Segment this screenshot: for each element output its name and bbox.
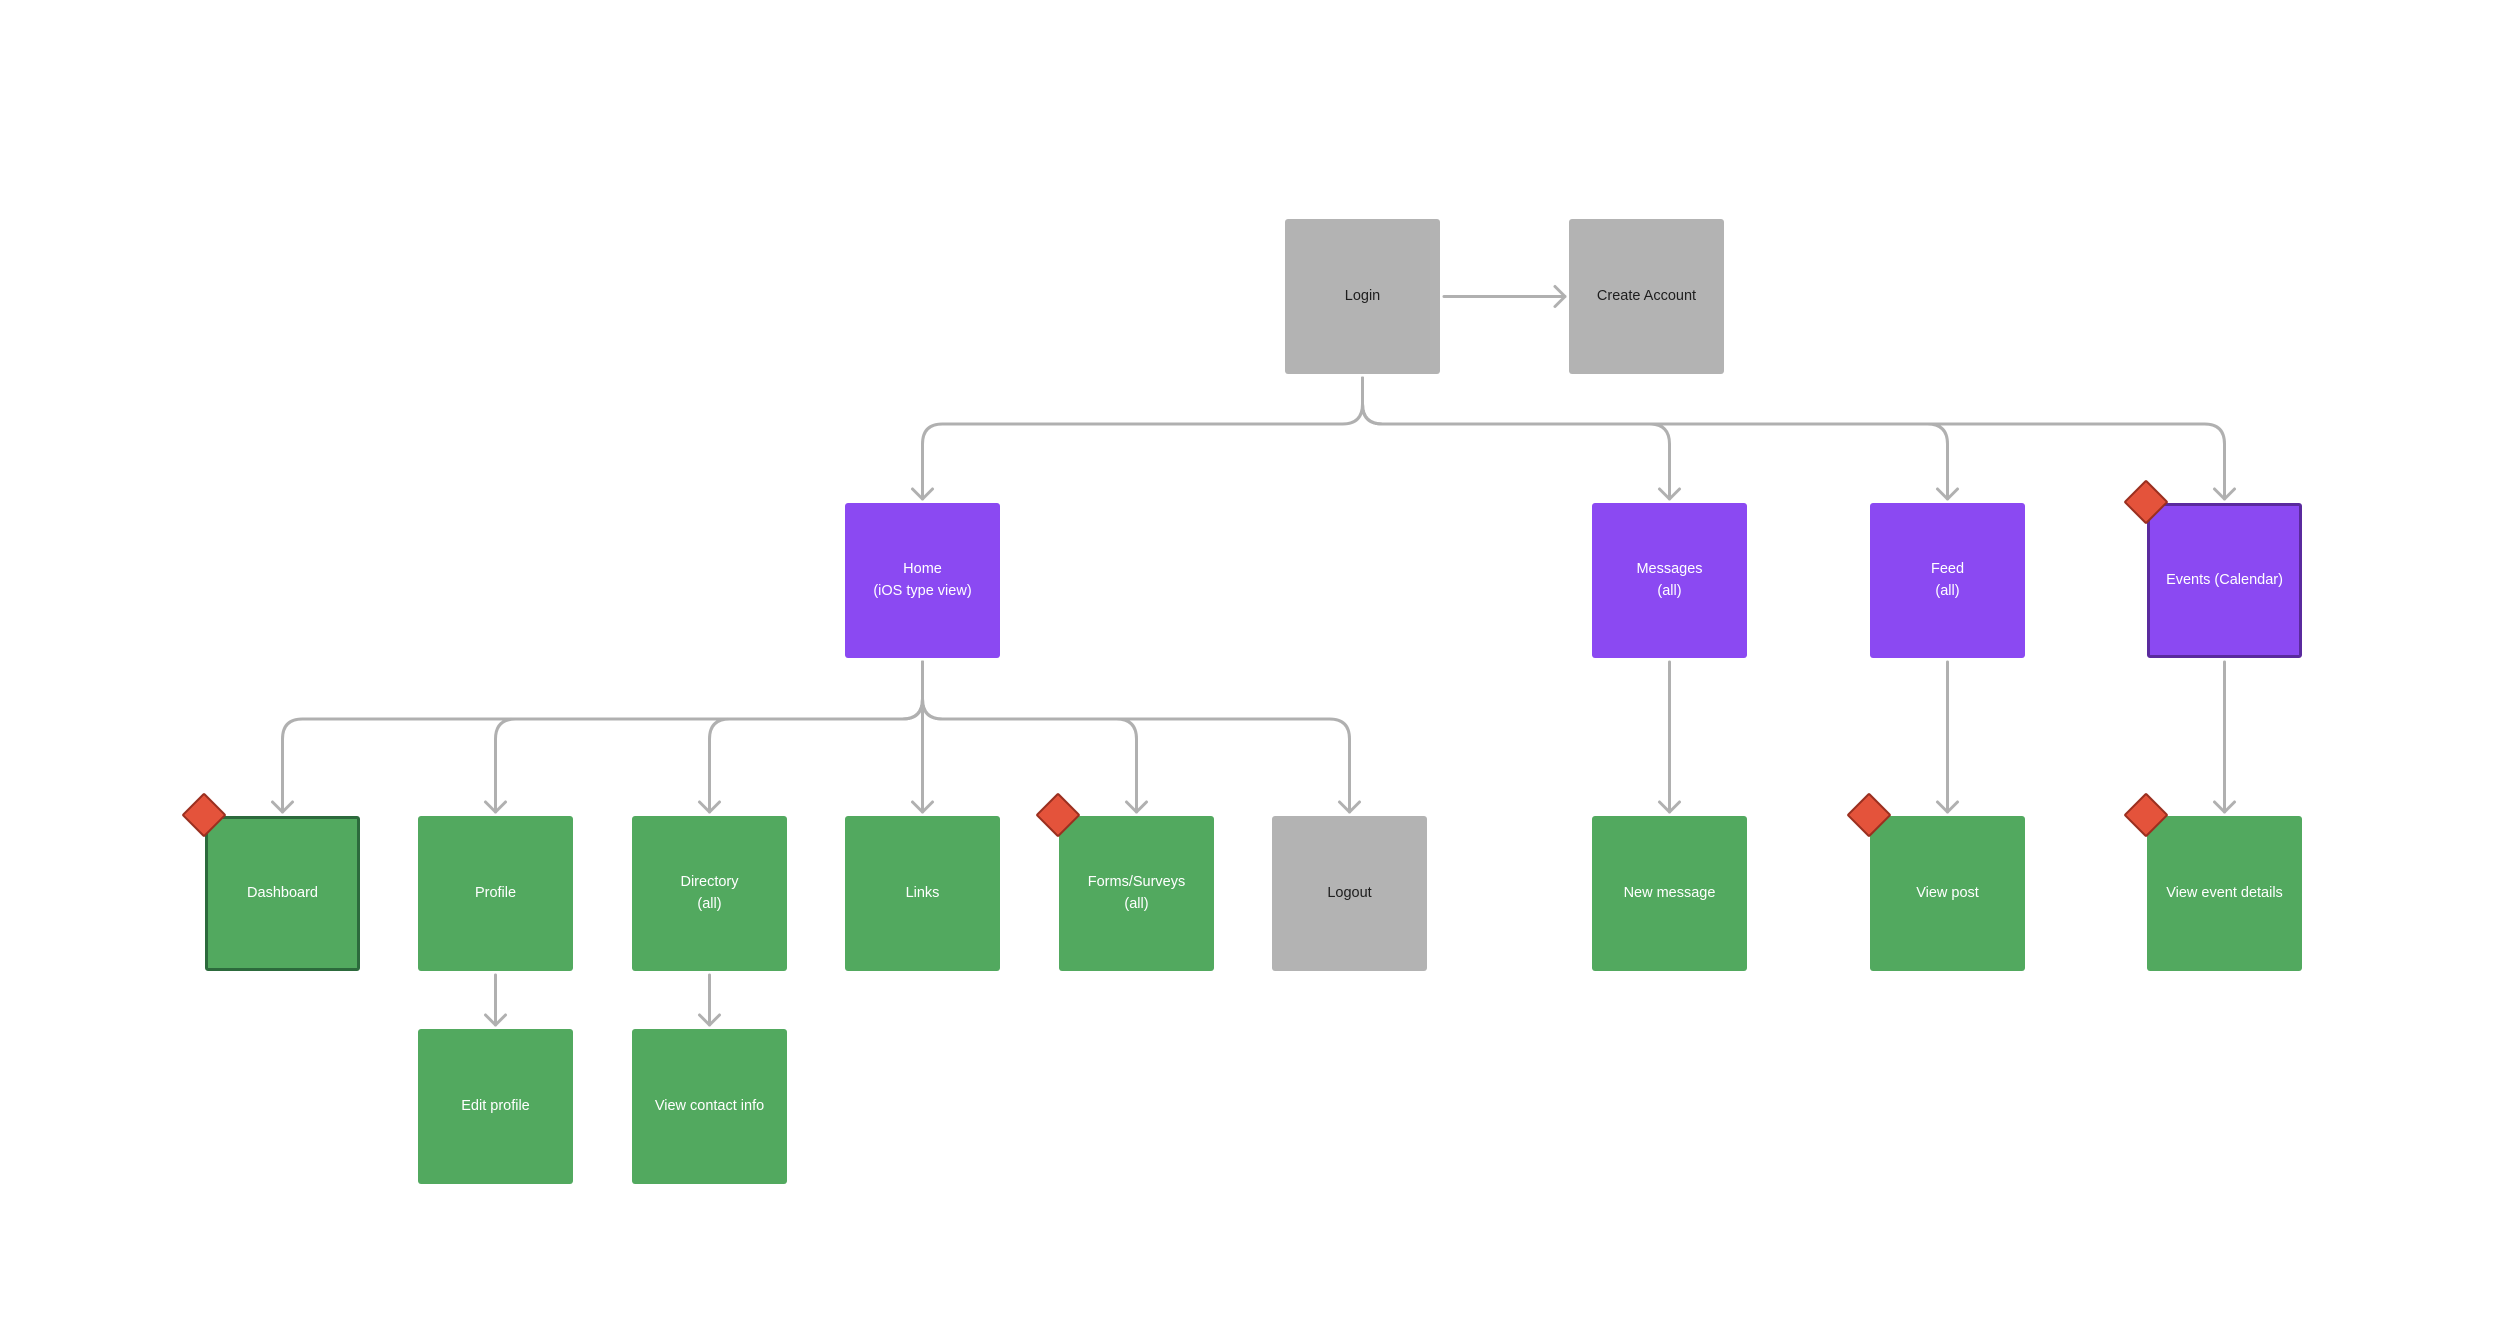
new-message-node[interactable]: New message <box>1592 816 1747 971</box>
view-contact-info-node[interactable]: View contact info <box>632 1029 787 1184</box>
connector-events-to-view_event_details-arrowhead <box>2213 800 2236 814</box>
connector-home-to-dashboard-arrowhead <box>271 800 294 814</box>
connector-home-to-directory-arrowhead <box>698 800 721 814</box>
links-node[interactable]: Links <box>845 816 1000 971</box>
connector-home-to-forms_surveys <box>921 660 1138 814</box>
edit-profile-node[interactable]: Edit profile <box>418 1029 573 1184</box>
messages-label: Messages (all) <box>1636 561 1703 599</box>
home-node[interactable]: Home (iOS type view) <box>845 503 1000 658</box>
events-label: Events (Calendar) <box>2166 571 2283 588</box>
connector-home-to-links-arrowhead <box>911 800 934 814</box>
connector-home-to-dashboard <box>281 660 924 814</box>
logout-node[interactable]: Logout <box>1272 816 1427 971</box>
connector-feed-to-view_post-arrowhead <box>1936 800 1959 814</box>
connector-home-to-logout-arrowhead <box>1338 800 1361 814</box>
view-post-node[interactable]: View post <box>1870 816 2025 971</box>
connector-home-to-forms_surveys-arrowhead <box>1125 800 1148 814</box>
dashboard-label: Dashboard <box>247 884 318 901</box>
messages-node[interactable]: Messages (all) <box>1592 503 1747 658</box>
connector-login-to-messages-arrowhead <box>1658 487 1681 501</box>
connector-home-to-logout <box>921 660 1351 814</box>
connector-login-to-home <box>921 376 1364 501</box>
connector-profile-to-edit_profile-arrowhead <box>484 1013 507 1027</box>
login-label: Login <box>1344 287 1381 304</box>
directory-node[interactable]: Directory (all) <box>632 816 787 971</box>
new-message-label: New message <box>1623 884 1716 901</box>
view-post-label: View post <box>1916 884 1979 901</box>
connector-home-to-directory <box>708 660 924 814</box>
links-label: Links <box>905 884 940 901</box>
connector-home-to-profile-arrowhead <box>484 800 507 814</box>
connector-directory-to-view_contact_info-arrowhead <box>698 1013 721 1027</box>
connector-login-to-events <box>1361 376 2226 501</box>
connector-login-to-feed-arrowhead <box>1936 487 1959 501</box>
forms-surveys-label: Forms/Surveys (all) <box>1087 874 1186 912</box>
forms-surveys-node[interactable]: Forms/Surveys (all) <box>1059 816 1214 971</box>
create-account-node[interactable]: Create Account <box>1569 219 1724 374</box>
view-event-details-node[interactable]: View event details <box>2147 816 2302 971</box>
connector-login-to-feed <box>1361 376 1949 501</box>
dashboard-node[interactable]: Dashboard <box>205 816 360 971</box>
events-node[interactable]: Events (Calendar) <box>2147 503 2302 658</box>
view-event-details-label: View event details <box>2166 884 2283 901</box>
connector-login-to-create_account-arrowhead <box>1553 285 1567 308</box>
feed-node[interactable]: Feed (all) <box>1870 503 2025 658</box>
connector-login-to-home-arrowhead <box>911 487 934 501</box>
home-label: Home (iOS type view) <box>873 561 972 599</box>
login-node[interactable]: Login <box>1285 219 1440 374</box>
directory-label: Directory (all) <box>680 874 739 912</box>
create-account-label: Create Account <box>1596 287 1697 304</box>
profile-node[interactable]: Profile <box>418 816 573 971</box>
connector-messages-to-new_message-arrowhead <box>1658 800 1681 814</box>
feed-label: Feed (all) <box>1930 561 1965 599</box>
connector-login-to-messages <box>1361 376 1671 501</box>
edit-profile-label: Edit profile <box>461 1097 530 1114</box>
logout-label: Logout <box>1327 884 1372 901</box>
profile-label: Profile <box>474 884 517 901</box>
connector-login-to-events-arrowhead <box>2213 487 2236 501</box>
view-contact-info-label: View contact info <box>654 1097 765 1114</box>
